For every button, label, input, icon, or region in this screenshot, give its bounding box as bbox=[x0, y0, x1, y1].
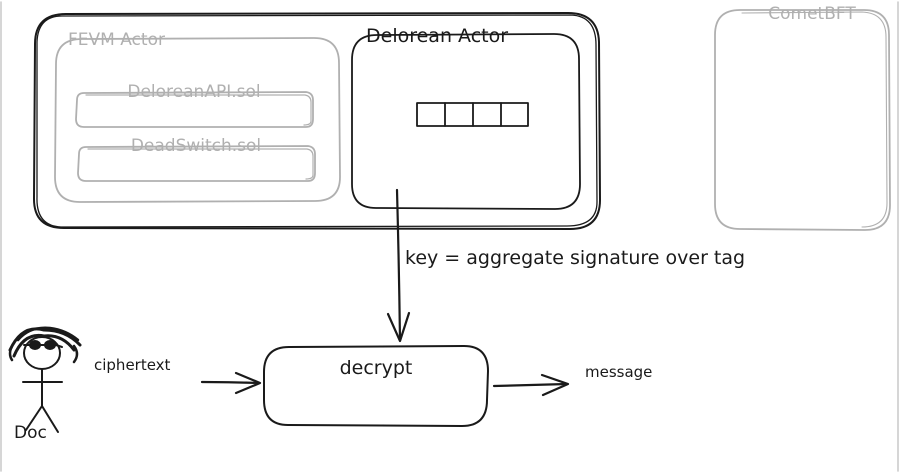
doc-label: Doc bbox=[14, 423, 47, 443]
fevm-container-outline bbox=[33, 12, 601, 230]
delorean-actor-box bbox=[351, 33, 581, 210]
stick-figure-icon bbox=[8, 326, 82, 433]
ciphertext-arrow bbox=[200, 371, 262, 395]
left-goggle bbox=[29, 340, 41, 350]
delorean-api-contract-box bbox=[75, 91, 314, 128]
deadswitch-contract-box bbox=[77, 145, 316, 182]
fevm-actor-title: FEVM Actor bbox=[68, 30, 165, 50]
message-label: message bbox=[585, 363, 652, 381]
key-slots-icon bbox=[416, 102, 529, 127]
decrypt-label: decrypt bbox=[340, 357, 413, 379]
message-arrow bbox=[492, 373, 570, 397]
deadswitch-contract-label: DeadSwitch.sol bbox=[131, 136, 261, 156]
key-arrow-label: key = aggregate signature over tag bbox=[405, 247, 745, 269]
fevm-actor-box bbox=[54, 37, 341, 203]
decrypt-box bbox=[263, 345, 489, 427]
delorean-api-contract-label: DeloreanAPI.sol bbox=[127, 82, 260, 102]
delorean-actor-title: Delorean Actor bbox=[366, 25, 508, 47]
key-arrow bbox=[386, 188, 411, 343]
ciphertext-label: ciphertext bbox=[94, 356, 171, 374]
right-goggle bbox=[44, 340, 56, 350]
cometbft-title: CometBFT bbox=[768, 4, 856, 24]
cometbft-box bbox=[714, 9, 891, 231]
